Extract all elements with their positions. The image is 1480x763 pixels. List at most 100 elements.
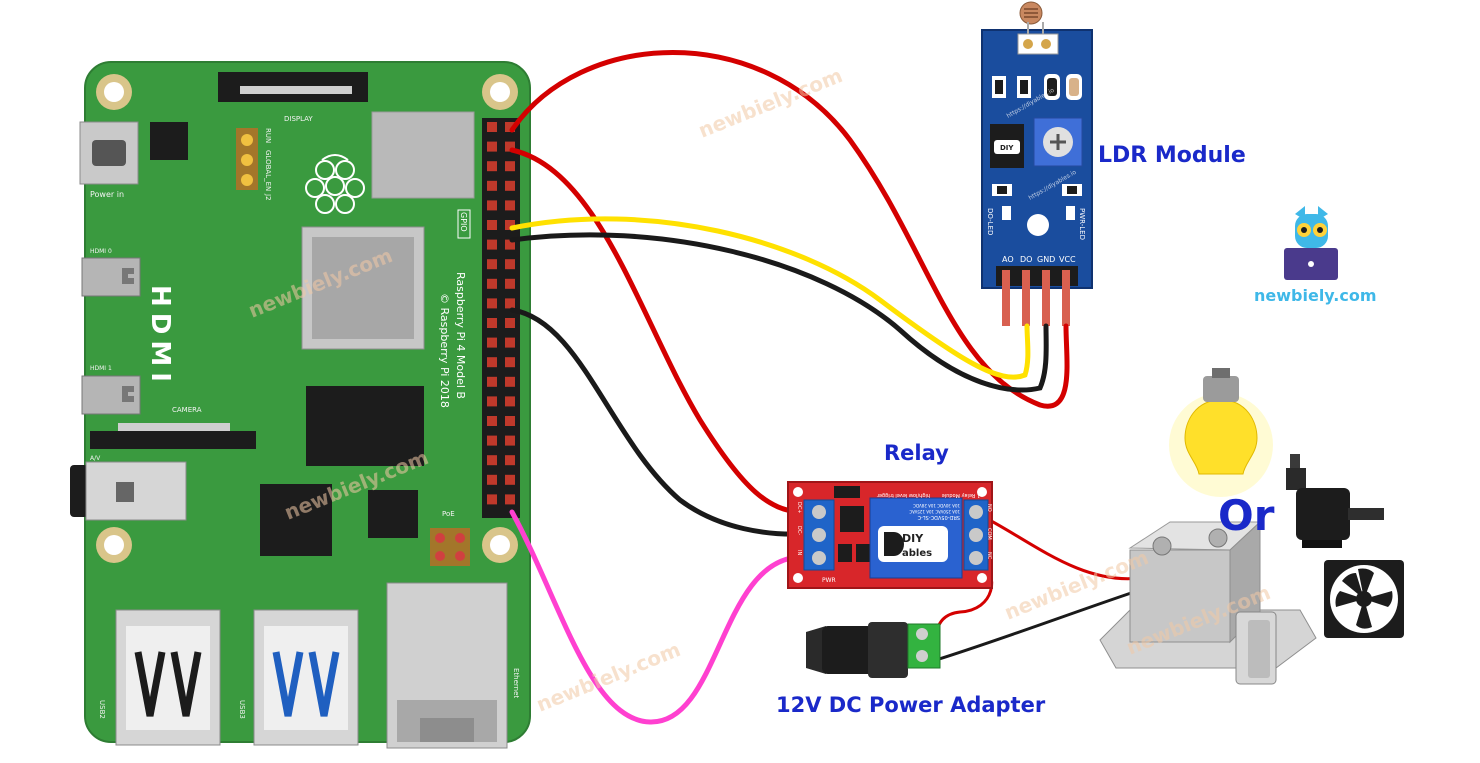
gpio-pin <box>487 474 497 485</box>
usb2-label: USB2 <box>98 700 106 719</box>
gpio-pin <box>487 259 497 270</box>
ethernet-label: Ethernet <box>512 668 520 698</box>
dc-power-adapter <box>806 622 941 678</box>
hdmi-1-port: HDMI 1 <box>81 365 141 415</box>
usb2-port: USB2 <box>98 609 221 746</box>
pwr-led-label: PWR-LED <box>1078 208 1086 240</box>
relay-pin-com: COM <box>986 528 992 540</box>
gpio-pin <box>505 259 515 270</box>
mounting-holes <box>96 74 518 563</box>
gpio-pin <box>487 220 497 230</box>
gpio-pin <box>505 494 515 505</box>
relay-diy-text: DIY <box>902 532 924 545</box>
gpio-pin <box>505 220 515 230</box>
ram-chip <box>306 386 424 466</box>
gpio-pin <box>505 455 515 466</box>
relay-input-terminal <box>803 499 835 571</box>
gpio-pin <box>505 122 515 132</box>
brand-label: newbiely.com <box>1254 286 1376 305</box>
ldr-pin-ao: AO <box>1002 255 1014 264</box>
ldr-module-label: LDR Module <box>1098 143 1246 168</box>
wire-red-relay <box>509 147 803 515</box>
usb3-port: USB3 <box>238 609 359 746</box>
relay-module: DC+ DC- IN PWR DIY ables SRD-05VDC-SL-C … <box>787 481 993 589</box>
ethernet-chip <box>368 490 418 538</box>
ldr-module: DIY https://diyables.io https://diyables… <box>981 1 1093 326</box>
cooling-fan-icon <box>1324 560 1404 638</box>
raspberry-pi-board: DISPLAY Power in RUN GLOBAL_EN J2 <box>70 61 531 749</box>
poe-header: PoE <box>430 510 470 566</box>
usb3-label: USB3 <box>238 700 246 719</box>
solenoid-lock-icon <box>1099 520 1317 685</box>
run-label: RUN <box>264 128 272 143</box>
poe-label: PoE <box>442 510 455 518</box>
water-pump-icon <box>1286 454 1384 548</box>
potentiometer <box>1033 117 1083 167</box>
relay-part-line3: 10A 30VDC 10A 28VDC <box>913 503 960 508</box>
global-en-label: GLOBAL_EN <box>264 150 272 191</box>
gpio-pin <box>505 396 515 407</box>
relay-pin-dcminus: DC- <box>796 526 802 535</box>
camera-connector: CAMERA <box>90 406 256 449</box>
model-line1: Raspberry Pi 4 Model B <box>454 272 467 399</box>
relay-part-line1: SRD-05VDC-SL-C <box>917 514 960 520</box>
diyables-relay-logo-icon <box>884 532 904 556</box>
ldr-pin-vcc: VCC <box>1059 255 1076 264</box>
gpio-pin <box>487 122 497 132</box>
model-line2: © Raspberry Pi 2018 <box>438 293 451 408</box>
gpio-pin <box>487 416 497 426</box>
gpio-pin <box>487 337 497 348</box>
gpio-pin <box>505 416 515 426</box>
ethernet-port: Ethernet <box>386 582 520 749</box>
av-jack: A/V <box>70 455 187 521</box>
gpio-pin <box>505 298 515 309</box>
run-header: RUN GLOBAL_EN J2 <box>236 128 272 201</box>
power-adapter-label: 12V DC Power Adapter <box>776 693 1046 717</box>
ldr-diy-text: DIY <box>1000 144 1014 152</box>
relay-ables-text: ables <box>902 548 932 559</box>
owl-laptop-logo-icon <box>1284 206 1338 280</box>
gpio-header <box>482 118 520 518</box>
power-in-port: Power in <box>79 121 139 199</box>
gpio-pin <box>505 376 515 387</box>
soc-chip <box>301 226 425 350</box>
relay-label: Relay <box>884 441 949 465</box>
gpio-label: GPIO <box>457 209 471 239</box>
gpio-pin <box>487 455 497 466</box>
gpio-pin <box>487 435 497 446</box>
relay-pin-dcplus: DC+ <box>796 502 802 514</box>
gpio-pin <box>505 337 515 348</box>
relay-pwr-label: PWR <box>822 577 836 584</box>
wire-black-gnd-ldr <box>509 232 1049 393</box>
do-led-label: DO-LED <box>986 208 994 235</box>
jumper <box>834 486 860 498</box>
gpio-pin <box>505 200 515 211</box>
ldr-pin-gnd: GND <box>1037 255 1055 264</box>
chip-small <box>150 122 188 160</box>
relay-part-line2: 10A 250VAC 10A 125VAC <box>909 509 960 514</box>
gpio-pin <box>505 318 515 328</box>
gpio-pin <box>505 180 515 191</box>
wire-red-lock <box>978 513 1142 581</box>
gpio-pin <box>487 357 497 368</box>
gpio-pin <box>487 141 497 152</box>
relay-pin-nc: NC <box>986 552 992 560</box>
relay-trigger: high/low level trigger <box>876 492 930 498</box>
raspberry-logo-icon <box>305 154 365 214</box>
gpio-pin <box>487 180 497 191</box>
ldr-pin-do: DO <box>1020 255 1032 264</box>
wire-pink-signal <box>509 509 803 725</box>
watermark-4: newbiely.com <box>533 637 684 717</box>
gpio-pin <box>487 298 497 309</box>
relay-pin-no: NO <box>986 504 992 512</box>
wire-red-vcc <box>509 50 1070 409</box>
av-label: A/V <box>90 455 101 462</box>
ldr-header-pins <box>996 266 1078 326</box>
gpio-pin <box>487 396 497 407</box>
j2-label: J2 <box>264 193 272 201</box>
relay-output-terminal <box>963 499 989 571</box>
wires <box>509 50 1142 725</box>
light-bulb-icon <box>1169 368 1273 497</box>
wire-yellow-do <box>509 216 1031 380</box>
